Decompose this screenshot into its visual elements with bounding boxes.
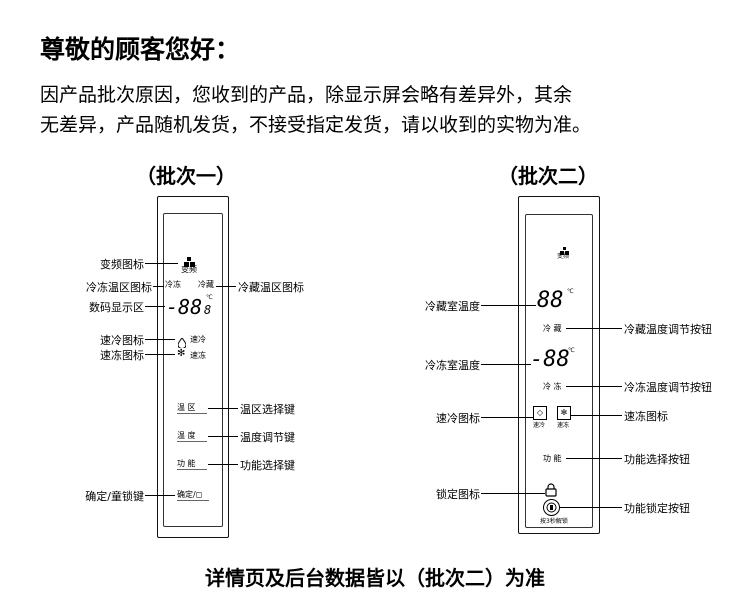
confirm-lock-button[interactable]: 确定/◻ bbox=[177, 489, 209, 501]
function-button[interactable]: 功 能 bbox=[543, 454, 562, 463]
freezer-adjust-button[interactable]: 冷 冻 bbox=[543, 382, 562, 391]
callout-zone-select: 温区选择键 bbox=[240, 403, 295, 416]
inverter-label-2: 变频 bbox=[557, 253, 570, 260]
digital-readout: -88 bbox=[166, 295, 203, 319]
callout-fast-freeze-2: 速冻图标 bbox=[624, 410, 668, 423]
function-select-button[interactable]: 功 能 bbox=[177, 458, 207, 470]
batch2-display bbox=[525, 214, 593, 528]
callout-zone-icon: 冷冻温区图标 bbox=[86, 281, 152, 294]
page-title: 尊敬的顾客您好： bbox=[40, 35, 241, 64]
callout-fast-freeze: 速冻图标 bbox=[100, 349, 144, 362]
batch1-panel bbox=[157, 196, 229, 538]
inverter-label: 变频 bbox=[181, 265, 197, 274]
inverter-icon bbox=[184, 252, 196, 271]
confirm-lock-label: 确定/ bbox=[177, 490, 196, 499]
callout-lock-button: 功能锁定按钮 bbox=[624, 502, 690, 515]
callout-fridge-adjust: 冷藏温度调节按钮 bbox=[624, 323, 712, 336]
fast-freeze-label: 速冻 bbox=[190, 351, 206, 360]
lock-icon bbox=[545, 482, 557, 501]
callout-fridge-zone: 冷藏温区图标 bbox=[238, 281, 304, 294]
inverter-icon-2 bbox=[560, 240, 570, 259]
lock-square-icon: ◻ bbox=[195, 490, 203, 499]
callout-lock-icon: 锁定图标 bbox=[436, 488, 480, 501]
callout-function-select-2: 功能选择按钮 bbox=[624, 453, 690, 466]
freezer-temp-readout: -88 bbox=[530, 347, 570, 372]
callout-fridge-temp: 冷藏室温度 bbox=[425, 300, 480, 313]
fast-cool-icon: ◇ bbox=[533, 406, 547, 420]
celsius-unit: ℃ bbox=[206, 294, 213, 301]
callout-freezer-temp: 冷冻室温度 bbox=[425, 359, 480, 372]
fridge-temp-readout: 88 bbox=[537, 288, 564, 313]
callout-fast-cool: 速冷图标 bbox=[100, 334, 144, 347]
callout-confirm-lock: 确定/童锁键 bbox=[85, 490, 144, 503]
fridge-unit: ℃ bbox=[567, 288, 574, 295]
callout-temp-adjust: 温度调节键 bbox=[240, 431, 295, 444]
lock-button[interactable] bbox=[543, 499, 560, 516]
batch2-panel bbox=[518, 196, 600, 534]
batch2-heading: （批次二） bbox=[498, 164, 598, 188]
fast-freeze-label-2: 速冻 bbox=[557, 422, 570, 429]
callout-digital-display: 数码显示区 bbox=[89, 301, 144, 314]
notice-text: 因产品批次原因，您收到的产品，除显示屏会略有差异外，其余 无差异，产品随机发货，… bbox=[40, 80, 740, 140]
callout-freezer-adjust: 冷冻温度调节按钮 bbox=[624, 381, 712, 394]
lock-button-label: 按3秒解锁 bbox=[540, 518, 568, 525]
freezer-zone-label: 冷藏 bbox=[198, 280, 214, 289]
droplet-icon bbox=[177, 333, 187, 352]
digital-readout-small: 8 bbox=[204, 303, 212, 317]
batch1-display bbox=[163, 213, 223, 527]
fridge-adjust-button[interactable]: 冷 藏 bbox=[543, 324, 562, 333]
callout-inverter-icon: 变频图标 bbox=[100, 258, 144, 271]
fridge-zone-label: 冷冻 bbox=[165, 280, 181, 289]
batch1-heading: （批次一） bbox=[136, 164, 236, 188]
notice-line-2: 无差异，产品随机发货，不接受指定发货，请以收到的实物为准。 bbox=[40, 114, 592, 136]
footer-note: 详情页及后台数据皆以（批次二）为准 bbox=[205, 566, 545, 590]
notice-line-1: 因产品批次原因，您收到的产品，除显示屏会略有差异外，其余 bbox=[40, 84, 573, 106]
snowflake-icon: ✻ bbox=[177, 348, 186, 359]
callout-fast-cool-2: 速冷图标 bbox=[436, 412, 480, 425]
temp-adjust-button[interactable]: 温 度 bbox=[177, 430, 207, 442]
freezer-unit: ℃ bbox=[568, 347, 575, 354]
fast-freeze-icon: ✻ bbox=[557, 406, 571, 420]
callout-function-select: 功能选择键 bbox=[240, 459, 295, 472]
fast-cool-label-2: 速冷 bbox=[533, 422, 546, 429]
fast-cool-label: 速冷 bbox=[190, 335, 206, 344]
zone-select-button[interactable]: 温 区 bbox=[177, 402, 207, 414]
